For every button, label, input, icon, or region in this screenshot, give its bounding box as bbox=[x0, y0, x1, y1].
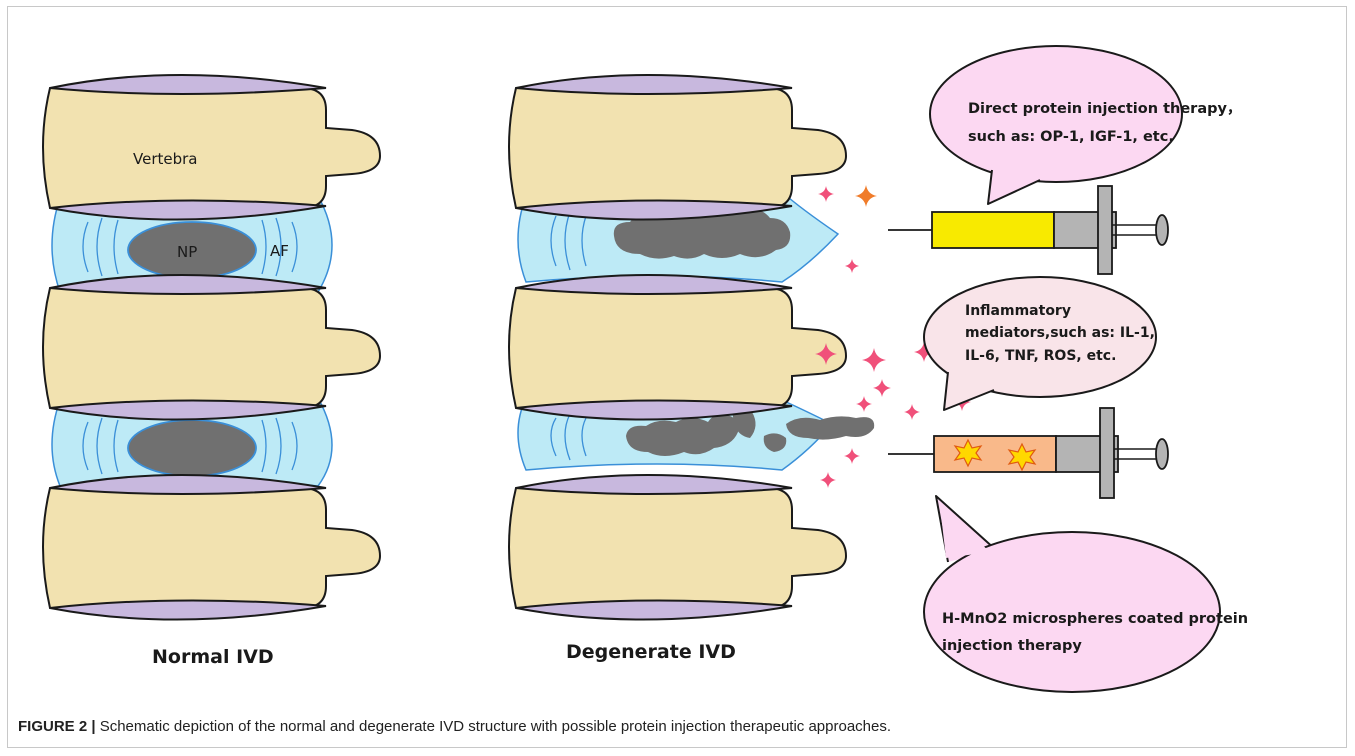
sparkle-icon bbox=[818, 186, 834, 202]
degenerate-spine bbox=[509, 75, 874, 620]
callout-top-line2: such as: OP-1, IGF-1, etc. bbox=[968, 129, 1174, 145]
normal-ivd-title: Normal IVD bbox=[152, 646, 274, 668]
sparkle-icon bbox=[862, 348, 886, 372]
sparkle-icon bbox=[820, 472, 836, 488]
vertebra-1 bbox=[509, 75, 846, 220]
syringe-icon bbox=[888, 408, 1168, 498]
degenerate-ivd-title: Degenerate IVD bbox=[566, 641, 736, 663]
callout-bottom-line1: H-MnO2 microspheres coated protein bbox=[942, 611, 1248, 627]
vertebra-3 bbox=[43, 475, 380, 620]
sparkle-icon bbox=[855, 185, 877, 207]
np-label: NP bbox=[177, 243, 197, 261]
figure-caption: FIGURE 2 | Schematic depiction of the no… bbox=[18, 718, 891, 735]
callout-mno2-injection: H-MnO2 microspheres coated protein injec… bbox=[924, 496, 1248, 692]
callout-top-line1: Direct protein injection therapy， bbox=[968, 101, 1241, 117]
sparkle-icon bbox=[904, 404, 920, 420]
vertebra-2 bbox=[43, 275, 380, 420]
syringe-icon bbox=[888, 186, 1168, 274]
callout-bottom-line2: injection therapy bbox=[942, 638, 1082, 654]
vertebra-2 bbox=[509, 275, 846, 420]
callout-mid-line3: IL-6, TNF, ROS, etc. bbox=[965, 348, 1116, 364]
callout-mid-line1: Inflammatory bbox=[965, 303, 1071, 319]
callout-mid-line2: mediators,such as: IL-1, bbox=[965, 325, 1155, 341]
sparkle-icon bbox=[856, 396, 872, 412]
normal-spine: Vertebra NP AF bbox=[43, 75, 380, 620]
sparkle-icon bbox=[873, 379, 891, 397]
nucleus-pulposus bbox=[128, 420, 256, 476]
sparkle-icon bbox=[845, 259, 859, 273]
callout-direct-injection: Direct protein injection therapy， such a… bbox=[930, 46, 1241, 204]
sparkle-icon bbox=[844, 448, 860, 464]
af-label: AF bbox=[270, 242, 289, 260]
vertebra-1 bbox=[43, 75, 380, 220]
figure-label: FIGURE 2 | bbox=[18, 718, 96, 735]
caption-text: Schematic depiction of the normal and de… bbox=[96, 718, 891, 735]
vertebra-3 bbox=[509, 475, 846, 620]
callout-inflammatory: Inflammatory mediators,such as: IL-1, IL… bbox=[924, 277, 1156, 410]
vertebra-label: Vertebra bbox=[133, 150, 197, 168]
